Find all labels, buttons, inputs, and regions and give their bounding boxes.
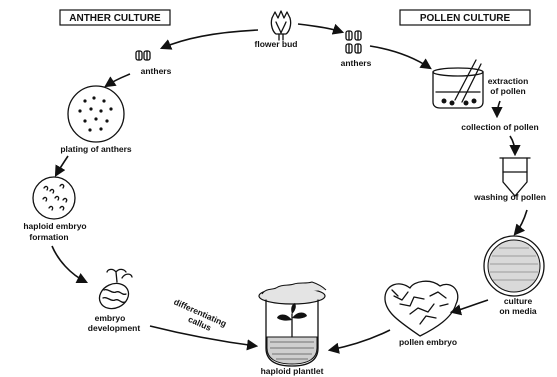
arrow-to-embryo-development [52,246,86,282]
anthers-right-icon [346,31,361,53]
beaker-extraction-icon [433,60,483,108]
test-tube-plantlet-icon [259,282,326,366]
petri-dish-embryos-icon [33,177,75,219]
anthers-left-icon [136,51,150,60]
arrow-to-anthers-right [298,24,342,32]
arrow-to-embryo-formation [56,156,68,175]
pollen-culture-header: POLLEN CULTURE [400,10,530,25]
plating-label: plating of anthers [60,144,132,154]
petri-dish-anthers-icon [68,86,124,142]
culture-label-2: on media [499,306,537,316]
arrow-pollen-to-plantlet [330,330,390,350]
arrow-to-washing [510,136,515,154]
svg-text:POLLEN CULTURE: POLLEN CULTURE [420,13,511,24]
centrifuge-tube-icon [500,158,530,196]
haploid-embryo-label-2: formation [29,232,68,242]
washing-label: washing of pollen [473,192,546,202]
anthers-left-label: anthers [141,66,172,76]
anther-culture-header: ANTHER CULTURE [60,10,170,25]
culture-label-1: culture [504,296,533,306]
arrow-to-extraction [370,46,430,68]
arrow-to-culture [515,210,527,234]
pollen-embryo-label: pollen embryo [399,337,457,347]
arrow-to-plating [106,74,130,86]
haploid-embryo-label-1: haploid embryo [23,221,86,231]
embryo-development-label-1: embryo [95,313,126,323]
arrow-to-collection [497,101,500,116]
flower-bud-icon [271,11,290,40]
anthers-right-label: anthers [341,58,372,68]
embryo-development-label-2: development [88,323,141,333]
collection-label: collection of pollen [461,122,538,132]
plantlet-label: haploid plantlet [261,366,324,376]
culture-dish-icon [484,236,544,296]
flower-bud-label: flower bud [255,39,298,49]
extraction-label-1: extraction [488,76,529,86]
embryo-development-icon [95,269,132,313]
arrow-to-anthers-left [162,30,258,48]
extraction-label-2: of pollen [490,86,525,96]
svg-text:ANTHER CULTURE: ANTHER CULTURE [69,13,161,24]
pollen-embryo-icon [385,281,458,336]
